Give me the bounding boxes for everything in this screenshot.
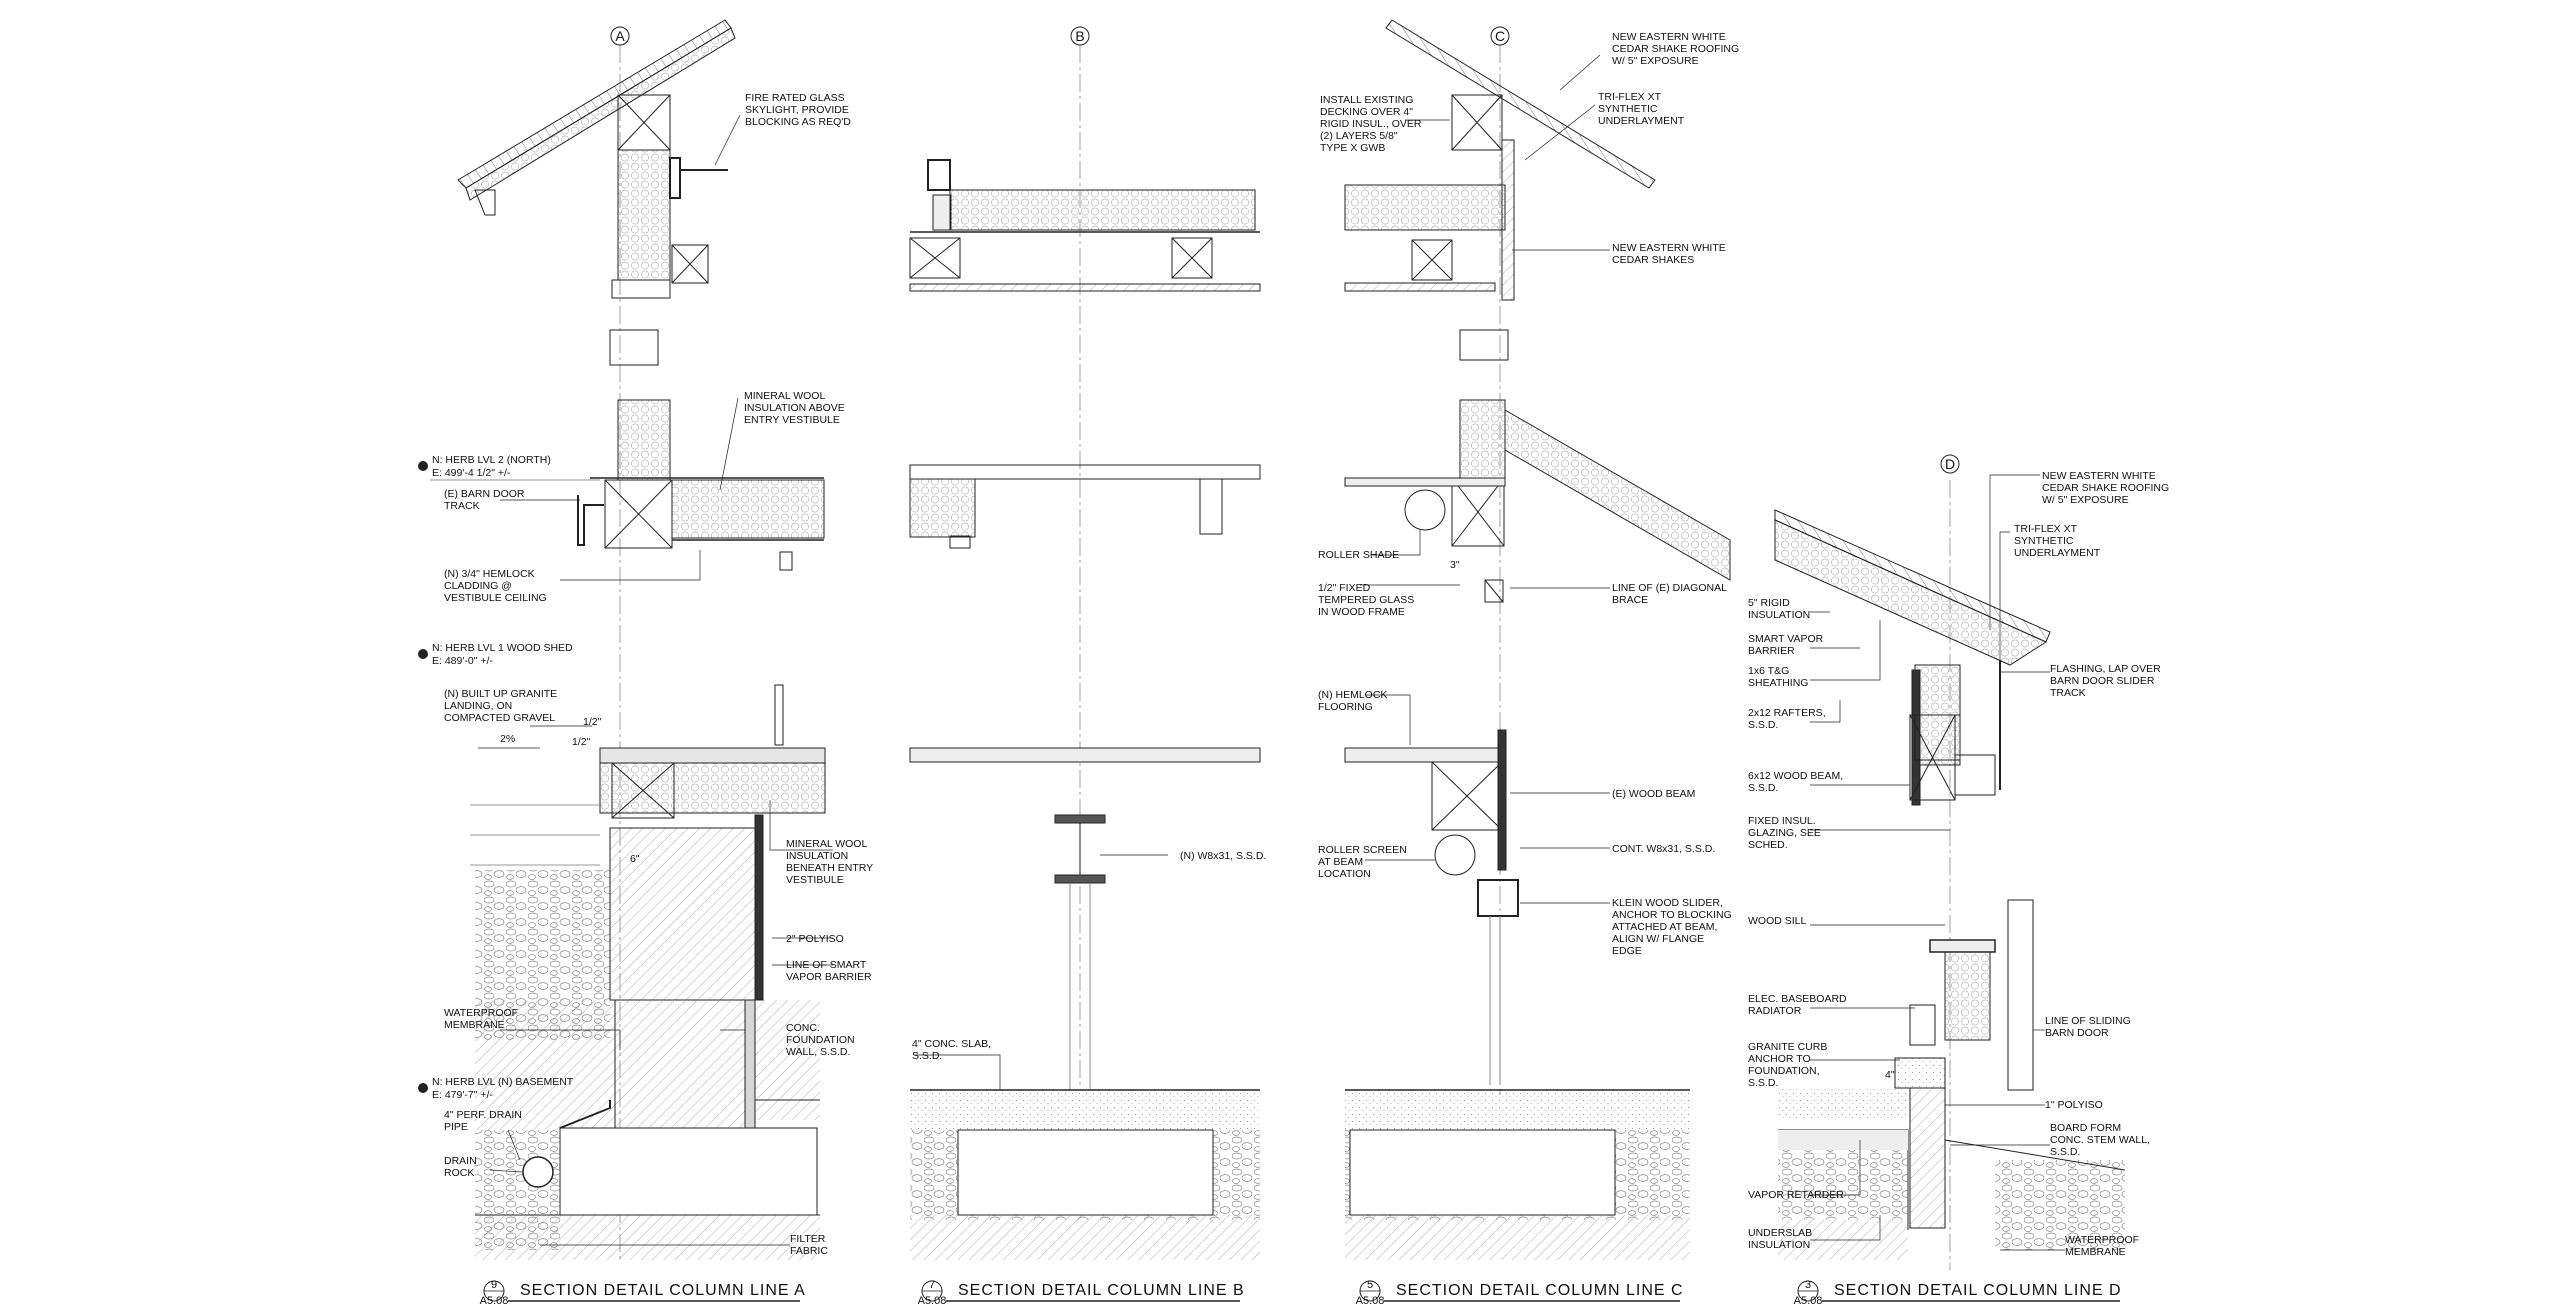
svg-text:A: A bbox=[615, 28, 625, 44]
leader-lines bbox=[489, 54, 2065, 1251]
level-marker: N: HERB LVL (N) BASEMENT E: 479'-7" +/- bbox=[418, 1076, 574, 1101]
detail-number: 9 bbox=[491, 1279, 497, 1291]
detail-number: 7 bbox=[929, 1279, 935, 1291]
detail-number: 3 bbox=[1805, 1279, 1811, 1291]
column-bubble-c: C bbox=[1490, 26, 1510, 46]
svg-text:D: D bbox=[1945, 456, 1955, 472]
level-name: N: HERB LVL 1 WOOD SHED bbox=[432, 642, 573, 654]
detail-title: SECTION DETAIL COLUMN LINE B bbox=[958, 1282, 1245, 1299]
dimension-text: 1/2" bbox=[583, 716, 602, 728]
detail-title: SECTION DETAIL COLUMN LINE D bbox=[1834, 1282, 2122, 1299]
column-bubble-d: D bbox=[1940, 454, 1960, 474]
dimensions: 2% 1/2" 1/2" 6" 3" 4" bbox=[478, 559, 1895, 1081]
dimension-text: 1/2" bbox=[572, 736, 591, 748]
level-markers: N: HERB LVL 2 (NORTH) E: 499'-4 1/2" +/-… bbox=[418, 454, 600, 1101]
note-conc-slab: 4" CONC. SLAB,S.S.D. bbox=[912, 1038, 991, 1062]
detail-number: 5 bbox=[1367, 1279, 1373, 1291]
note-wood-beam: (E) WOOD BEAM bbox=[1612, 788, 1695, 800]
note-wood-beam-d: 6x12 WOOD BEAM,S.S.D. bbox=[1748, 770, 1843, 794]
detail-title-a: 9 A5.08 SECTION DETAIL COLUMN LINE A bbox=[480, 1279, 806, 1307]
detail-title-c: 5 A5.08 SECTION DETAIL COLUMN LINE C bbox=[1356, 1279, 1684, 1307]
level-elevation: E: 499'-4 1/2" +/- bbox=[432, 467, 511, 479]
detail-sheet: A5.08 bbox=[480, 1295, 509, 1307]
detail-sheet: A5.08 bbox=[1794, 1295, 1823, 1307]
column-bubble-b: B bbox=[1070, 26, 1090, 46]
note-w8x31: (N) W8x31, S.S.D. bbox=[1180, 850, 1266, 862]
detail-a-drawing bbox=[457, 19, 826, 1260]
detail-title: SECTION DETAIL COLUMN LINE C bbox=[1396, 1282, 1684, 1299]
detail-d-drawing bbox=[1774, 480, 2126, 1270]
detail-title-d: 3 A5.08 SECTION DETAIL COLUMN LINE D bbox=[1794, 1279, 2122, 1307]
level-name: N: HERB LVL (N) BASEMENT bbox=[432, 1076, 574, 1088]
svg-text:C: C bbox=[1495, 28, 1505, 44]
dimension-text: 3" bbox=[1450, 559, 1460, 571]
note-roller-shade: ROLLER SHADE bbox=[1318, 549, 1399, 561]
svg-text:B: B bbox=[1075, 28, 1084, 44]
level-marker: N: HERB LVL 1 WOOD SHED E: 489'-0" +/- bbox=[418, 642, 573, 667]
dimension-text: 4" bbox=[1885, 1069, 1895, 1081]
detail-c-drawing bbox=[1344, 19, 1731, 1260]
note-polyiso-d: 1" POLYISO bbox=[2045, 1099, 2103, 1111]
note-rafters: 2x12 RAFTERS,S.S.D. bbox=[1748, 707, 1826, 731]
detail-title-b: 7 A5.08 SECTION DETAIL COLUMN LINE B bbox=[918, 1279, 1245, 1307]
level-elevation: E: 489'-0" +/- bbox=[432, 655, 493, 667]
column-bubble-a: A bbox=[610, 26, 630, 46]
dimension-text: 6" bbox=[630, 853, 640, 865]
level-name: N: HERB LVL 2 (NORTH) bbox=[432, 454, 551, 466]
dimension-text: 2% bbox=[500, 733, 515, 745]
note-cont-w8x31: CONT. W8x31, S.S.D. bbox=[1612, 843, 1715, 855]
detail-sheet: A5.08 bbox=[918, 1295, 947, 1307]
detail-b-drawing bbox=[909, 45, 1261, 1260]
detail-title: SECTION DETAIL COLUMN LINE A bbox=[520, 1282, 806, 1299]
note-wood-sill: WOOD SILL bbox=[1748, 915, 1807, 927]
detail-sheet: A5.08 bbox=[1356, 1295, 1385, 1307]
level-elevation: E: 479'-7" +/- bbox=[432, 1089, 493, 1101]
notes-column-b: (N) W8x31, S.S.D. 4" CONC. SLAB,S.S.D. bbox=[912, 850, 1266, 1062]
note-vapor-retarder: VAPOR RETARDER bbox=[1748, 1189, 1844, 1201]
column-bubbles: A B C D bbox=[610, 26, 1960, 474]
level-marker: N: HERB LVL 2 (NORTH) E: 499'-4 1/2" +/- bbox=[418, 454, 600, 481]
note-polyiso: 2" POLYISO bbox=[786, 933, 844, 945]
